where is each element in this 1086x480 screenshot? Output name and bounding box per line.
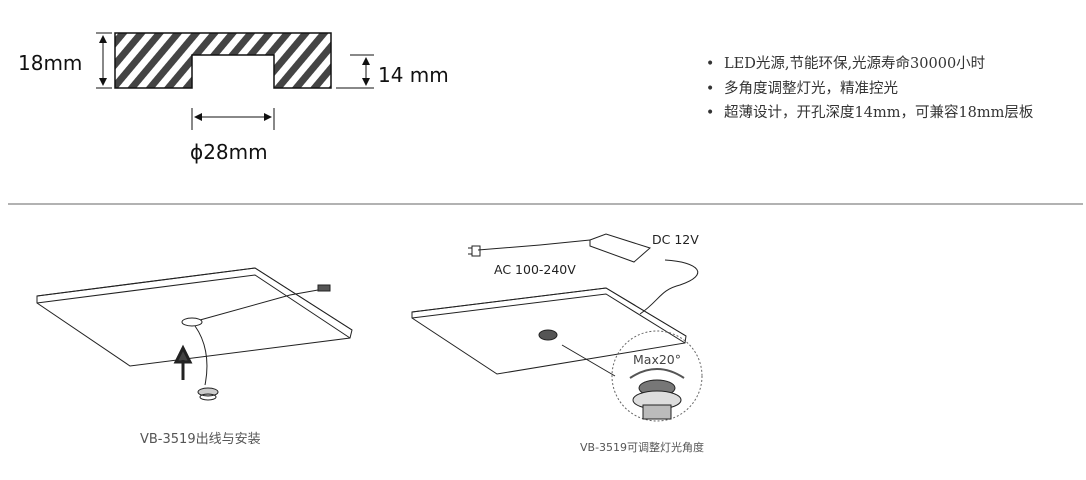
hole-depth-label: 14 mm (378, 63, 449, 87)
adjust-illustration (411, 233, 703, 422)
feature-item: 超薄设计，开孔深度14mm，可兼容18mm层板 (706, 101, 1033, 126)
angle-label: Max20° (633, 352, 681, 367)
install-illustration (36, 267, 353, 401)
install-caption: VB-3519出线与安装 (140, 432, 261, 447)
dc-label: DC 12V (652, 232, 699, 247)
ac-label: AC 100-240V (494, 262, 576, 277)
feature-item: 多角度调整灯光，精准控光 (706, 77, 1033, 102)
adjust-caption: VB-3519可调整灯光角度 (580, 441, 705, 454)
hole-diameter-label: ϕ28mm (190, 140, 268, 164)
feature-list: LED光源,节能环保,光源寿命30000小时 多角度调整灯光，精准控光 超薄设计… (706, 52, 1033, 126)
board-thickness-label: 18mm (18, 51, 83, 75)
cross-section (96, 32, 374, 130)
feature-item: LED光源,节能环保,光源寿命30000小时 (706, 52, 1033, 77)
